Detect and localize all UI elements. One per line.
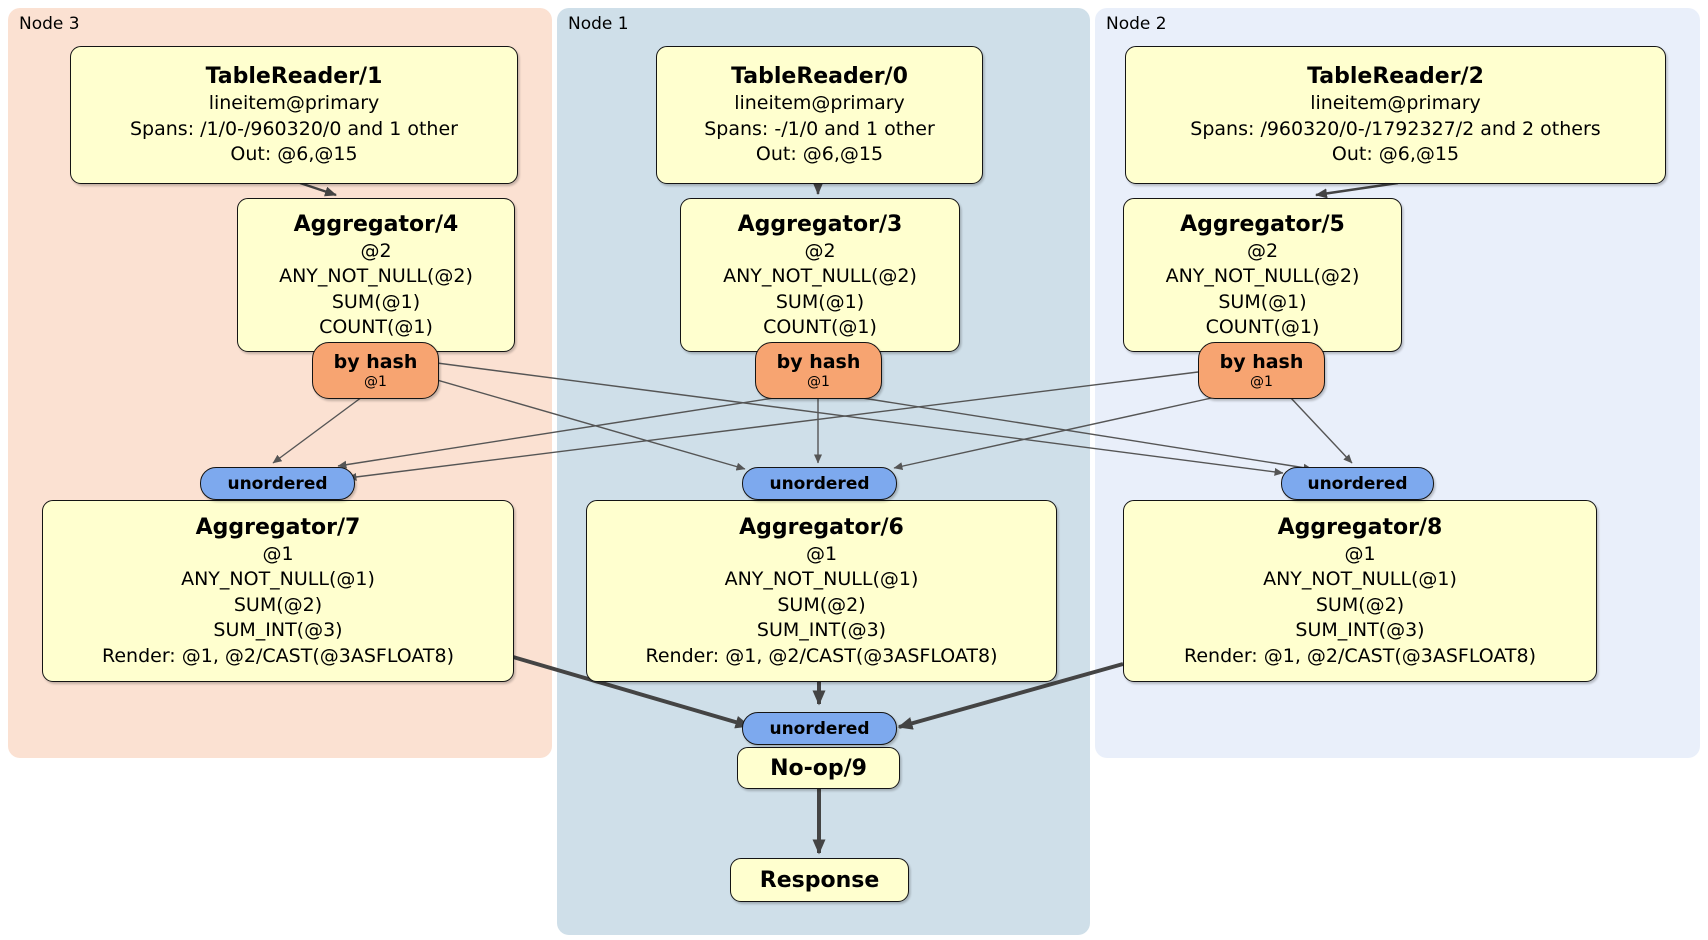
tablereader-1-spans: Spans: /1/0-/960320/0 and 1 other xyxy=(130,117,458,140)
aggregator-6-fn: SUM_INT(@3) xyxy=(756,619,887,642)
aggregator-3-fn: COUNT(@1) xyxy=(763,316,877,338)
edge-tr2-agg5 xyxy=(1315,181,1399,199)
aggregator-4-group: @2 xyxy=(360,239,392,262)
by-hash-key: @1 xyxy=(1250,373,1273,390)
aggregator-4-title: Aggregator/4 xyxy=(293,211,459,237)
tablereader-1-title: TableReader/1 xyxy=(205,64,383,90)
aggregator-6-title: Aggregator/6 xyxy=(739,514,904,540)
tablereader-0-spans: Spans: -/1/0 and 1 other xyxy=(704,117,935,140)
aggregator-3-group: @2 xyxy=(804,239,836,262)
aggregator-8-box: Aggregator/8 @1 ANY_NOT_NULL(@1) SUM(@2)… xyxy=(1123,500,1597,682)
tablereader-2-box: TableReader/2 lineitem@primary Spans: /9… xyxy=(1125,46,1666,184)
tablereader-1-box: TableReader/1 lineitem@primary Spans: /1… xyxy=(70,46,518,184)
by-hash-label: by hash xyxy=(1219,350,1304,373)
by-hash-label: by hash xyxy=(333,350,418,373)
edge-hashM-unL xyxy=(337,396,781,469)
node3-label: Node 3 xyxy=(19,14,80,34)
edge-hashL-unM xyxy=(436,379,746,471)
tablereader-2-out: Out: @6,@15 xyxy=(1331,143,1460,166)
edge-hashL-unR xyxy=(436,362,1284,476)
aggregator-7-box: Aggregator/7 @1 ANY_NOT_NULL(@1) SUM(@2)… xyxy=(42,500,514,682)
noop-9-box: No-op/9 xyxy=(737,747,900,789)
aggregator-4-fn: ANY_NOT_NULL(@2) xyxy=(279,265,473,287)
aggregator-7-group: @1 xyxy=(262,542,294,565)
aggregator-8-group: @1 xyxy=(1344,542,1376,565)
response-title: Response xyxy=(759,867,880,893)
aggregator-8-render: Render: @1, @2/CAST(@3ASFLOAT8) xyxy=(1184,644,1536,667)
aggregator-4-fn: SUM(@1) xyxy=(331,290,421,313)
edge-hashM-unR xyxy=(855,396,1313,472)
unordered-sync-node3: unordered xyxy=(200,467,355,500)
aggregator-6-render: Render: @1, @2/CAST(@3ASFLOAT8) xyxy=(645,644,998,667)
tablereader-1-table: lineitem@primary xyxy=(208,92,380,115)
by-hash-router-node2: by hash @1 xyxy=(1198,342,1325,399)
unordered-sync-node2: unordered xyxy=(1281,467,1434,500)
response-box: Response xyxy=(730,858,909,902)
by-hash-router-node3: by hash @1 xyxy=(312,342,439,399)
tablereader-0-box: TableReader/0 lineitem@primary Spans: -/… xyxy=(656,46,983,184)
by-hash-router-node1: by hash @1 xyxy=(755,342,882,399)
aggregator-4-fn: COUNT(@1) xyxy=(319,316,433,338)
aggregator-7-fn: SUM_INT(@3) xyxy=(213,619,343,642)
tablereader-2-spans: Spans: /960320/0-/1792327/2 and 2 others xyxy=(1190,117,1601,140)
aggregator-5-title: Aggregator/5 xyxy=(1180,211,1345,237)
unordered-sync-node1: unordered xyxy=(742,467,897,500)
edge-hashR-unL xyxy=(347,371,1199,481)
aggregator-8-fn: SUM_INT(@3) xyxy=(1295,619,1425,642)
tablereader-1-out: Out: @6,@15 xyxy=(230,143,358,166)
edge-hashR-unM xyxy=(893,396,1217,471)
tablereader-0-out: Out: @6,@15 xyxy=(755,143,884,166)
edge-agg8-unF xyxy=(897,662,1124,730)
aggregator-7-fn: SUM(@2) xyxy=(233,593,323,616)
aggregator-5-fn: ANY_NOT_NULL(@2) xyxy=(1165,265,1360,287)
by-hash-key: @1 xyxy=(364,373,387,390)
aggregator-3-title: Aggregator/3 xyxy=(737,211,903,237)
aggregator-7-title: Aggregator/7 xyxy=(195,514,361,540)
edge-hashL-unL xyxy=(272,396,363,464)
aggregator-8-fn: SUM(@2) xyxy=(1315,593,1405,616)
aggregator-4-box: Aggregator/4 @2 ANY_NOT_NULL(@2) SUM(@1)… xyxy=(237,198,515,352)
aggregator-7-fn: ANY_NOT_NULL(@1) xyxy=(181,568,375,591)
aggregator-6-fn: SUM(@2) xyxy=(777,593,866,616)
tablereader-2-table: lineitem@primary xyxy=(1310,92,1481,115)
aggregator-6-box: Aggregator/6 @1 ANY_NOT_NULL(@1) SUM(@2)… xyxy=(586,500,1057,682)
edge-hashR-unR xyxy=(1289,396,1353,464)
by-hash-label: by hash xyxy=(776,350,861,373)
aggregator-3-box: Aggregator/3 @2 ANY_NOT_NULL(@2) SUM(@1)… xyxy=(680,198,960,352)
node1-label: Node 1 xyxy=(568,14,629,34)
aggregator-7-render: Render: @1, @2/CAST(@3ASFLOAT8) xyxy=(102,644,454,667)
aggregator-3-fn: SUM(@1) xyxy=(775,290,865,313)
unordered-sync-final: unordered xyxy=(742,712,897,745)
aggregator-8-fn: ANY_NOT_NULL(@1) xyxy=(1263,568,1457,591)
tablereader-0-table: lineitem@primary xyxy=(734,92,905,115)
tablereader-0-title: TableReader/0 xyxy=(731,64,908,90)
edge-tr1-agg4 xyxy=(299,181,337,197)
edge-agg7-unF xyxy=(512,655,751,729)
tablereader-2-title: TableReader/2 xyxy=(1307,64,1484,90)
node2-label: Node 2 xyxy=(1106,14,1167,34)
aggregator-6-group: @1 xyxy=(805,542,838,565)
aggregator-3-fn: ANY_NOT_NULL(@2) xyxy=(723,265,917,287)
noop-9-title: No-op/9 xyxy=(770,755,867,781)
aggregator-8-title: Aggregator/8 xyxy=(1277,514,1443,540)
aggregator-5-fn: SUM(@1) xyxy=(1218,290,1307,313)
by-hash-key: @1 xyxy=(807,373,830,390)
aggregator-6-fn: ANY_NOT_NULL(@1) xyxy=(724,568,919,591)
aggregator-5-group: @2 xyxy=(1246,239,1279,262)
aggregator-5-fn: COUNT(@1) xyxy=(1205,316,1320,338)
aggregator-5-box: Aggregator/5 @2 ANY_NOT_NULL(@2) SUM(@1)… xyxy=(1123,198,1402,352)
